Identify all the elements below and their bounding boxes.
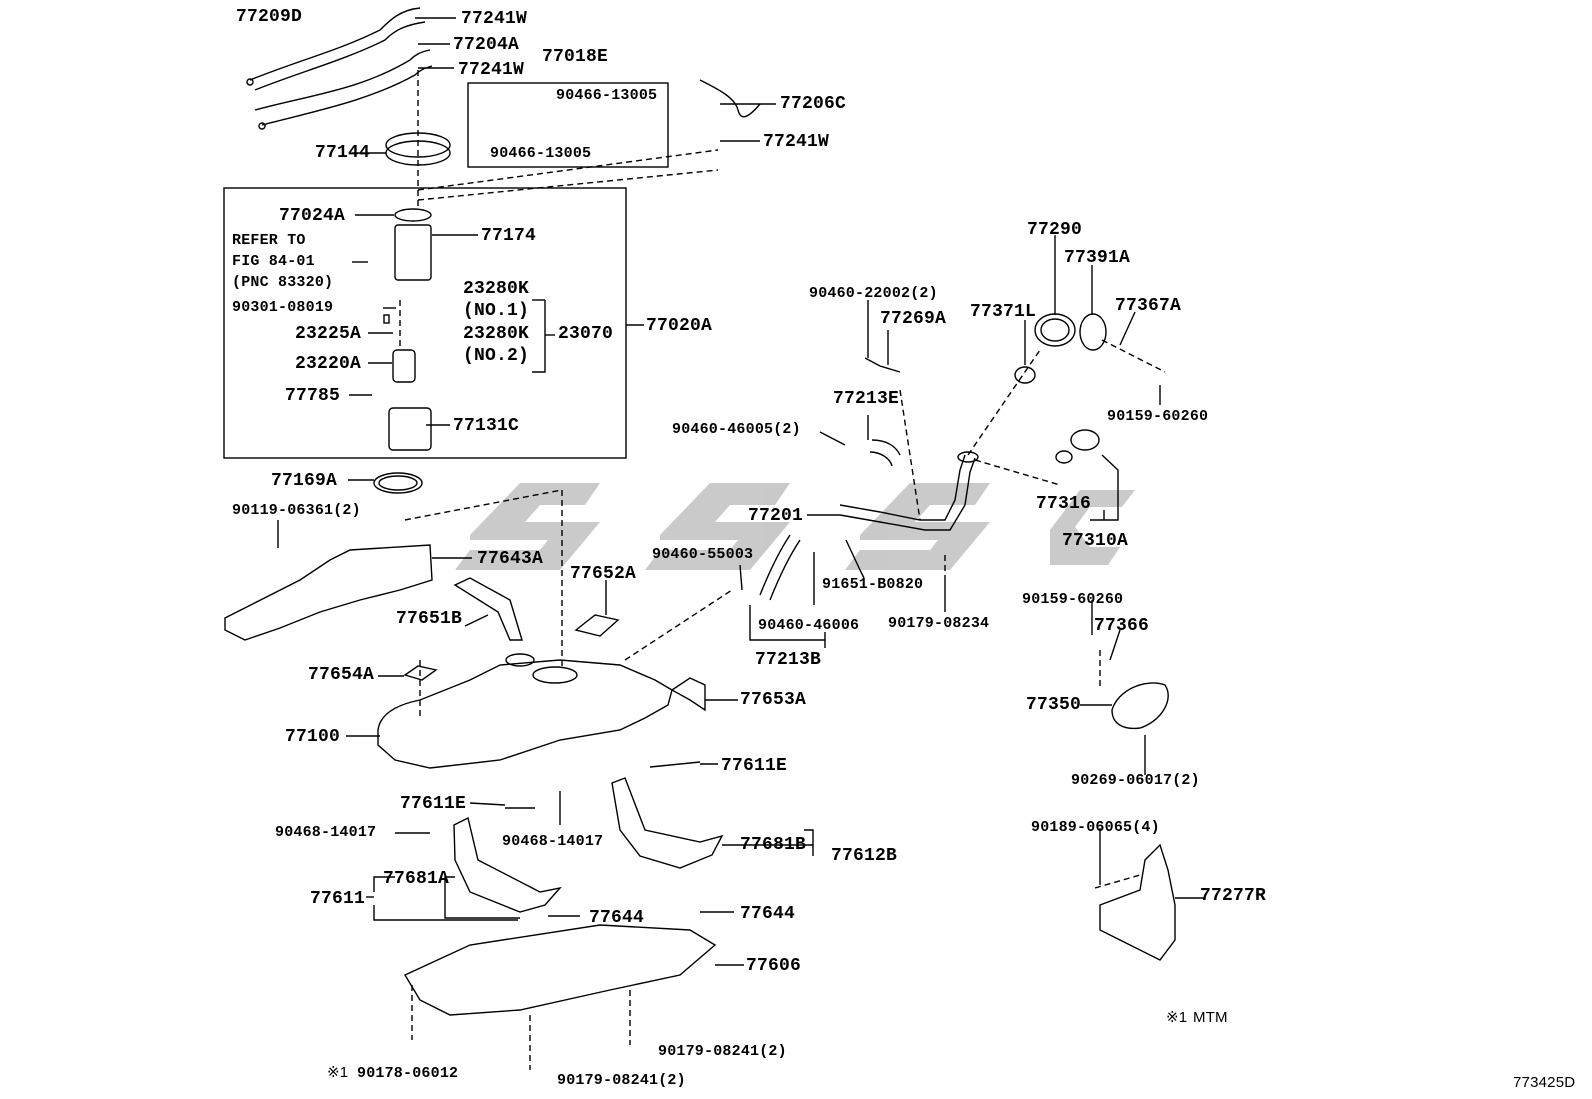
part-label-77366[interactable]: 77366: [1094, 616, 1150, 636]
part-label-90269-06017[interactable]: 90269-06017(2): [1071, 772, 1200, 789]
part-label-90119-06361[interactable]: 90119-06361(2): [232, 502, 361, 519]
refer-note-line1: REFER TO: [232, 232, 306, 249]
part-label-77651B[interactable]: 77651B: [396, 609, 463, 629]
part-label-77277R[interactable]: 77277R: [1200, 886, 1267, 906]
part-label-90460-46005[interactable]: 90460-46005(2): [672, 421, 801, 438]
part-label-77020A[interactable]: 77020A: [646, 316, 713, 336]
part-label-77100[interactable]: 77100: [285, 727, 341, 747]
part-label-77367A[interactable]: 77367A: [1115, 296, 1182, 316]
part-label-23225A[interactable]: 23225A: [295, 324, 362, 344]
part-label-23280K[interactable]: 23280K: [463, 279, 530, 299]
part-label-90178-06012[interactable]: 90178-06012: [357, 1065, 459, 1082]
part-label-90159-60260[interactable]: 90159-60260: [1107, 408, 1209, 425]
part-label-77241W[interactable]: 77241W: [763, 132, 830, 152]
part-label-77611E[interactable]: 77611E: [400, 794, 467, 814]
part-label-77371L[interactable]: 77371L: [970, 302, 1037, 322]
part-label-77024A[interactable]: 77024A: [279, 206, 346, 226]
part-label-77241W[interactable]: 77241W: [458, 60, 525, 80]
part-label-77018E[interactable]: 77018E: [542, 47, 609, 67]
part-label-77209D[interactable]: 77209D: [236, 7, 303, 27]
part-label-77204A[interactable]: 77204A: [453, 35, 520, 55]
part-label-90179-08234[interactable]: 90179-08234: [888, 615, 990, 632]
label-no1: (NO.1): [463, 301, 530, 321]
part-label-77316[interactable]: 77316: [1036, 494, 1092, 514]
mtm-mark: ※1: [1166, 1009, 1188, 1026]
part-label-77310A[interactable]: 77310A: [1062, 531, 1129, 551]
part-label-90179-08241[interactable]: 90179-08241(2): [658, 1043, 787, 1060]
part-label-90179-08241[interactable]: 90179-08241(2): [557, 1072, 686, 1089]
part-label-90460-22002[interactable]: 90460-22002(2): [809, 285, 938, 302]
part-label-77785[interactable]: 77785: [285, 386, 341, 406]
part-label-77391A[interactable]: 77391A: [1064, 248, 1131, 268]
part-label-23070[interactable]: 23070: [558, 324, 614, 344]
part-label-23280K[interactable]: 23280K: [463, 324, 530, 344]
part-label-90468-14017[interactable]: 90468-14017: [502, 833, 604, 850]
part-label-90468-14017[interactable]: 90468-14017: [275, 824, 377, 841]
watermark-logo: [455, 483, 1135, 570]
part-label-77681B[interactable]: 77681B: [740, 835, 807, 855]
part-label-77643A[interactable]: 77643A: [477, 549, 544, 569]
refer-note-line2: FIG 84-01: [232, 253, 315, 270]
part-label-77269A[interactable]: 77269A: [880, 309, 947, 329]
part-label-77241W[interactable]: 77241W: [461, 9, 528, 29]
figure-number: 773425D: [1513, 1074, 1576, 1091]
pump-assembly-box: [223, 187, 627, 459]
mtm-mark: ※1: [327, 1064, 349, 1081]
part-label-90301-08019[interactable]: 90301-08019: [232, 299, 334, 316]
part-label-90460-55003[interactable]: 90460-55003: [652, 546, 754, 563]
part-label-77606[interactable]: 77606: [746, 956, 802, 976]
part-label-77174[interactable]: 77174: [481, 226, 537, 246]
part-label-90466-13005[interactable]: 90466-13005: [490, 145, 592, 162]
part-label-77653A[interactable]: 77653A: [740, 690, 807, 710]
part-label-77611[interactable]: 77611: [310, 889, 366, 909]
part-label-77213B[interactable]: 77213B: [755, 650, 822, 670]
part-label-77681A[interactable]: 77681A: [383, 869, 450, 889]
part-label-77206C[interactable]: 77206C: [780, 94, 847, 114]
part-label-77611E[interactable]: 77611E: [721, 756, 788, 776]
part-label-90466-13005[interactable]: 90466-13005: [556, 87, 658, 104]
hose-kit-box: [467, 82, 669, 168]
part-label-90189-06065[interactable]: 90189-06065(4): [1031, 819, 1160, 836]
part-label-77652A[interactable]: 77652A: [570, 564, 637, 584]
part-label-90460-46006[interactable]: 90460-46006: [758, 617, 860, 634]
part-label-77644[interactable]: 77644: [740, 904, 796, 924]
part-label-77144[interactable]: 77144: [315, 143, 371, 163]
part-label-77654A[interactable]: 77654A: [308, 665, 375, 685]
part-label-77169A[interactable]: 77169A: [271, 471, 338, 491]
part-label-77290[interactable]: 77290: [1027, 220, 1083, 240]
label-no2: (NO.2): [463, 346, 530, 366]
part-label-77213E[interactable]: 77213E: [833, 389, 900, 409]
part-label-23220A[interactable]: 23220A: [295, 354, 362, 374]
part-label-77644[interactable]: 77644: [589, 908, 645, 928]
part-label-91651-B0820[interactable]: 91651-B0820: [822, 576, 924, 593]
part-label-77131C[interactable]: 77131C: [453, 416, 520, 436]
part-label-90159-60260[interactable]: 90159-60260: [1022, 591, 1124, 608]
part-label-77612B[interactable]: 77612B: [831, 846, 898, 866]
part-label-77201[interactable]: 77201: [748, 506, 804, 526]
mtm-note: MTM: [1193, 1009, 1228, 1026]
part-label-77350[interactable]: 77350: [1026, 695, 1082, 715]
refer-note-line3: (PNC 83320): [232, 274, 334, 291]
